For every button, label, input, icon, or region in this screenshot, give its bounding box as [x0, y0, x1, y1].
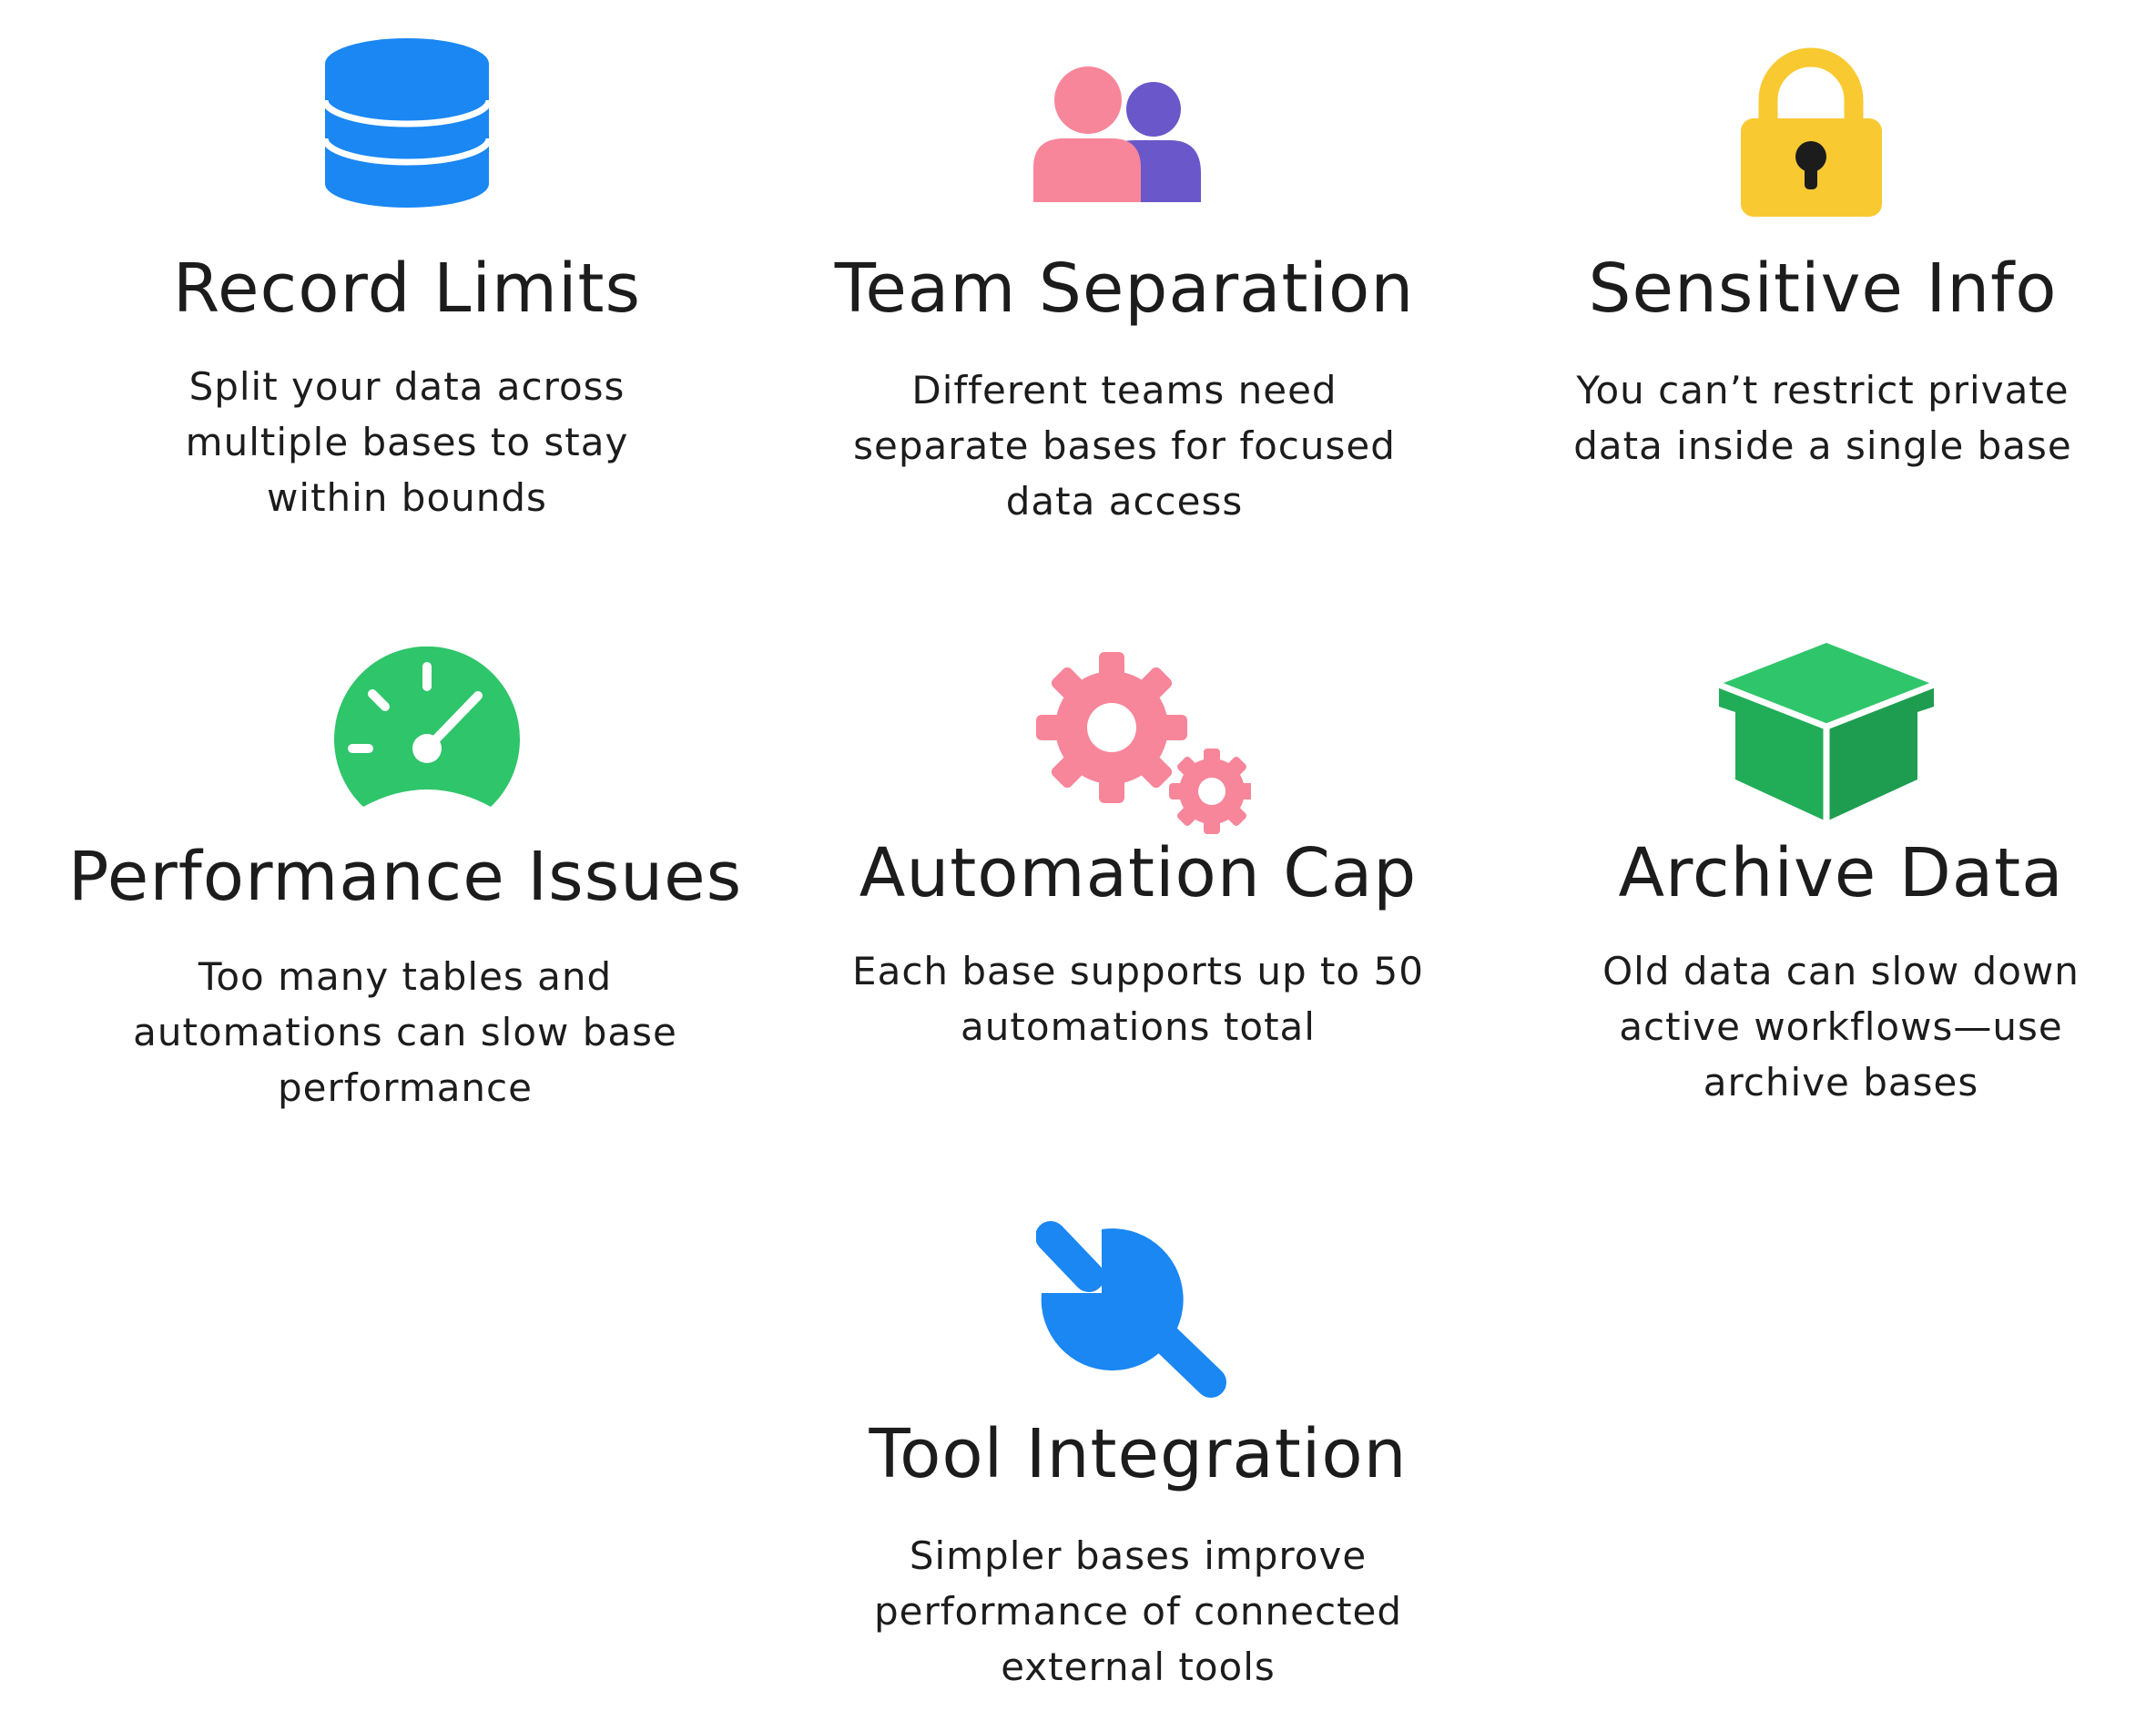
box-icon [1719, 643, 1934, 821]
item-description: Different teams need separate bases for … [853, 368, 1396, 524]
item-title: Tool Integration [869, 1415, 1408, 1493]
wrench-icon [1036, 1221, 1226, 1398]
item-team-separation: Team Separation Different teams need sep… [778, 36, 1470, 528]
gears-icon [1036, 652, 1251, 834]
item-description: Too many tables and automations can slow… [133, 954, 677, 1110]
item-archive-data: Archive Data Old data can slow down acti… [1495, 619, 2156, 1129]
item-description: Split your data across multiple bases to… [185, 364, 629, 520]
item-sensitive-info: Sensitive Info You can’t restrict privat… [1477, 36, 2156, 528]
item-title: Archive Data [1618, 834, 2064, 912]
item-title: Team Separation [834, 249, 1415, 328]
item-title: Sensitive Info [1588, 249, 2058, 328]
item-tool-integration: Tool Integration Simpler bases improve p… [792, 1211, 1484, 1721]
item-description: Each base supports up to 50 automations … [852, 949, 1424, 1049]
item-title: Performance Issues [67, 838, 743, 916]
database-icon [323, 38, 491, 208]
item-description: You can’t restrict private data inside a… [1573, 368, 2072, 468]
item-automation-cap: Automation Cap Each base supports up to … [792, 619, 1484, 1129]
lock-icon [1741, 47, 1882, 217]
speedometer-icon [334, 647, 520, 807]
item-title: Automation Cap [859, 834, 1418, 912]
item-description: Old data can slow down active workflows—… [1602, 949, 2080, 1105]
users-icon [1033, 66, 1201, 202]
item-title: Record Limits [172, 249, 642, 328]
item-description: Simpler bases improve performance of con… [873, 1533, 1403, 1689]
item-performance-issues: Performance Issues Too many tables and a… [59, 619, 751, 1129]
item-record-limits: Record Limits Split your data across mul… [61, 36, 753, 528]
